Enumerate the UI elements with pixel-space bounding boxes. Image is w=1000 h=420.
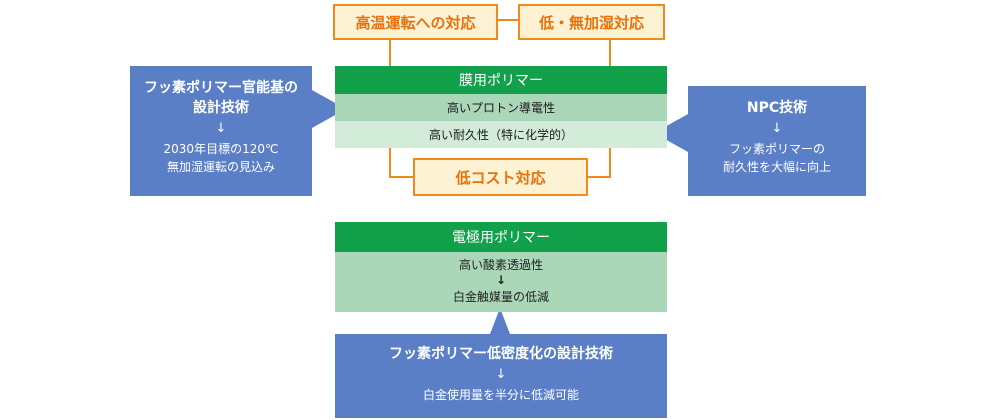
npc-technology-title: NPC技術 bbox=[746, 100, 808, 116]
low-density-design-box: フッ素ポリマー低密度化の設計技術 ↓ 白金使用量を半分に低減可能 bbox=[335, 334, 667, 418]
connector-low-cost-bracket bbox=[389, 148, 611, 178]
down-arrow-icon: ↓ bbox=[495, 273, 507, 287]
low-humidity-box: 低・無加湿対応 bbox=[518, 4, 665, 40]
membrane-row-durability-text: 高い耐久性（特に化学的） bbox=[428, 128, 573, 142]
functional-group-design-box: フッ素ポリマー官能基の 設計技術 ↓ 2030年目標の120℃ 無加湿運転の見込… bbox=[130, 66, 312, 196]
membrane-row-conductivity-text: 高いプロトン導電性 bbox=[446, 101, 555, 115]
high-temp-box: 高温運転への対応 bbox=[333, 4, 498, 40]
npc-technology-sub-line2: 耐久性を大幅に向上 bbox=[722, 160, 831, 174]
membrane-row-conductivity: 高いプロトン導電性 bbox=[335, 94, 667, 121]
high-temp-label: 高温運転への対応 bbox=[355, 13, 476, 32]
left-callout-pointer bbox=[312, 90, 346, 128]
electrode-platinum-reduction: 白金触媒量の低減 bbox=[452, 290, 549, 304]
low-density-design-title: フッ素ポリマー低密度化の設計技術 bbox=[389, 346, 613, 362]
connector-top-bracket bbox=[389, 19, 611, 66]
down-arrow-icon: ↓ bbox=[215, 121, 227, 136]
down-arrow-icon: ↓ bbox=[771, 121, 783, 136]
functional-group-sub-line2: 無加湿運転の見込み bbox=[166, 160, 275, 174]
bottom-callout-pointer bbox=[490, 308, 510, 334]
npc-technology-sub-line1: フッ素ポリマーの bbox=[728, 142, 825, 156]
electrode-oxygen-permeability: 高い酸素透過性 bbox=[458, 258, 543, 272]
electrode-polymer-heading-text: 電極用ポリマー bbox=[452, 230, 550, 246]
membrane-row-durability: 高い耐久性（特に化学的） bbox=[335, 121, 667, 148]
functional-group-sub-line1: 2030年目標の120℃ bbox=[163, 142, 279, 156]
right-callout-pointer bbox=[654, 114, 688, 152]
low-density-design-sub: 白金使用量を半分に低減可能 bbox=[422, 388, 579, 402]
functional-group-title-line2: 設計技術 bbox=[193, 100, 249, 116]
electrode-polymer-heading: 電極用ポリマー bbox=[335, 222, 667, 252]
low-cost-box: 低コスト対応 bbox=[413, 158, 588, 196]
functional-group-title-line1: フッ素ポリマー官能基の bbox=[144, 80, 298, 96]
down-arrow-icon: ↓ bbox=[495, 367, 507, 382]
low-humidity-label: 低・無加湿対応 bbox=[538, 13, 644, 32]
membrane-polymer-heading-text: 膜用ポリマー bbox=[459, 73, 543, 89]
npc-technology-box: NPC技術 ↓ フッ素ポリマーの 耐久性を大幅に向上 bbox=[688, 86, 866, 196]
electrode-polymer-body: 高い酸素透過性 ↓ 白金触媒量の低減 bbox=[335, 252, 667, 312]
membrane-polymer-heading: 膜用ポリマー bbox=[335, 66, 667, 94]
low-cost-label: 低コスト対応 bbox=[455, 168, 546, 187]
